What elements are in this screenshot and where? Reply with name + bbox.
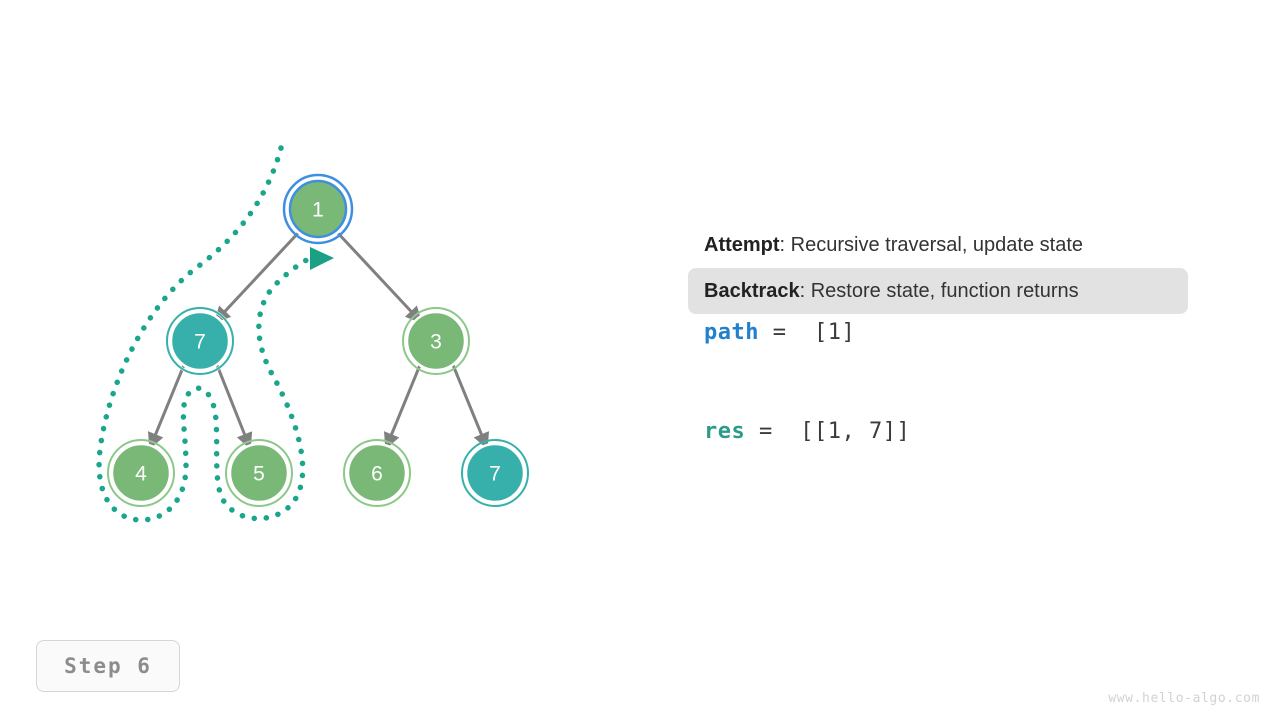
tree-node-1[interactable]: 1 [282, 173, 354, 245]
backtrack-line: Backtrack: Restore state, function retur… [688, 268, 1188, 314]
res-variable-line: res = [[1, 7]] [688, 413, 1188, 450]
path-variable-line: path = [1] [688, 314, 1188, 351]
step-badge: Step 6 [36, 640, 180, 692]
path-variable-eq: = [758, 320, 814, 345]
node-4-ring [107, 439, 175, 507]
node-1-highlight-ring [282, 173, 354, 245]
node-3-circle [405, 310, 467, 372]
node-7-left-ring [166, 307, 234, 375]
tree-node-7-right[interactable]: 7 [461, 439, 529, 507]
tree-node-5[interactable]: 5 [225, 439, 293, 507]
backtrack-arrow-head-icon [310, 247, 334, 270]
edge-7-5 [215, 364, 253, 450]
tree-node-4[interactable]: 4 [107, 439, 175, 507]
site-watermark: www.hello-algo.com [1108, 691, 1260, 706]
backtrack-line-lead: Backtrack [704, 280, 800, 302]
backtrack-dotted-path [96, 145, 334, 523]
node-7-left-circle [169, 310, 231, 372]
node-1-inner-white-ring [286, 177, 350, 241]
edge-7-4 [147, 364, 186, 450]
edge-3-7 [451, 364, 490, 450]
attempt-line-rest: : Recursive traversal, update state [779, 234, 1084, 256]
res-variable-value: [[1, 7]] [800, 419, 911, 444]
edge-1-7 [213, 229, 302, 324]
node-7-right-circle [464, 442, 526, 504]
tree-node-6[interactable]: 6 [343, 439, 411, 507]
edge-3-6 [383, 364, 422, 450]
panel-spacer [688, 351, 1188, 413]
attempt-line: Attempt: Recursive traversal, update sta… [688, 222, 1188, 268]
backtrack-line-rest: : Restore state, function returns [799, 280, 1079, 302]
path-variable-value: [1] [813, 320, 856, 345]
res-variable-eq: = [745, 419, 801, 444]
node-6-circle [346, 442, 408, 504]
path-variable-name: path [704, 320, 759, 345]
tree-edges [147, 229, 490, 450]
info-panel: Attempt: Recursive traversal, update sta… [688, 222, 1188, 450]
node-7-right-ring [461, 439, 529, 507]
tree-nodes: 1 7 3 4 5 [107, 173, 529, 507]
node-1-circle [288, 179, 348, 239]
node-5-ring [225, 439, 293, 507]
binary-tree-diagram: 1 7 3 4 5 [96, 145, 529, 523]
tree-node-7-left[interactable]: 7 [165, 306, 235, 376]
node-5-circle [228, 442, 290, 504]
tree-node-3[interactable]: 3 [402, 307, 470, 375]
res-variable-name: res [704, 419, 746, 444]
node-3-ring [402, 307, 470, 375]
node-6-ring [343, 439, 411, 507]
edge-1-3 [334, 229, 423, 324]
attempt-line-lead: Attempt [704, 234, 780, 256]
node-4-circle [110, 442, 172, 504]
